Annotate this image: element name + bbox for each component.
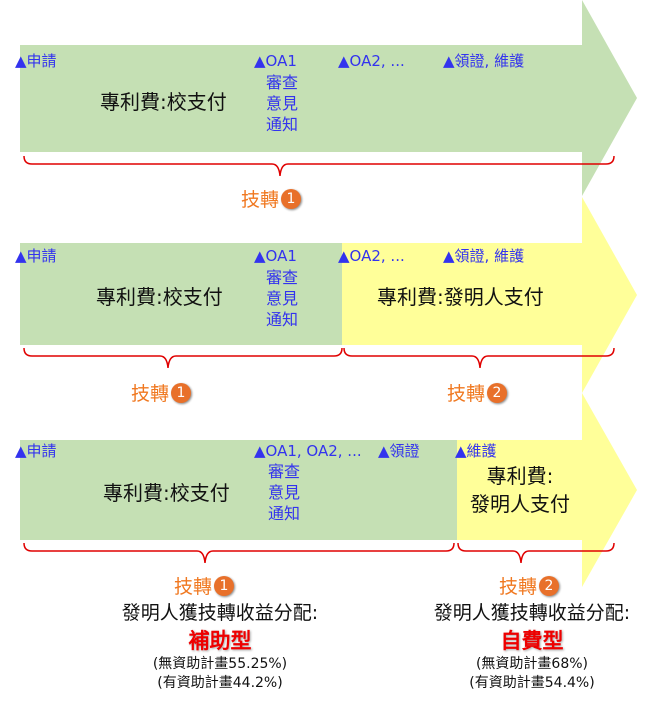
marker-oa: ▲OA1, OA2, ... [254, 442, 362, 460]
oa-review-notice: 審查意見通知 [266, 73, 299, 134]
marker-apply: ▲申請 [15, 442, 57, 460]
marker-maintain: ▲維護 [455, 442, 497, 460]
marker-grant: ▲領證 [378, 442, 420, 460]
marker-apply: ▲申請 [15, 52, 57, 70]
fee-inventor: 專利費:發明人支付 [377, 285, 544, 309]
marker-grant: ▲領證, 維護 [443, 52, 525, 70]
fee-school: 專利費:校支付 [103, 481, 230, 505]
distribution-subsidized: 發明人獲技轉收益分配: 補助型 (無資助計畫55.25%) (有資助計畫44.2… [121, 602, 319, 691]
fee-school: 專利費:校支付 [96, 285, 223, 309]
marker-oa2: ▲OA2, ... [338, 52, 405, 70]
marker-oa1: ▲OA1 [254, 52, 297, 70]
fee-school: 專利費:校支付 [100, 90, 227, 114]
row3-yellow-arrow [457, 393, 637, 587]
distribution-self-funded: 發明人獲技轉收益分配: 自費型 (無資助計畫68%) (有資助計畫54.4%) [433, 602, 631, 691]
marker-apply: ▲申請 [15, 247, 57, 265]
oa-review-notice: 審查意見通知 [268, 462, 301, 523]
row2-green-bar [20, 243, 342, 345]
fee-inventor: 專利費:發明人支付 [470, 464, 570, 516]
brace-row3-a [23, 542, 455, 564]
brace-row2-b [343, 347, 615, 369]
marker-oa2: ▲OA2, ... [338, 247, 405, 265]
row3-green-bar [20, 440, 457, 540]
brace-row1 [23, 155, 615, 177]
brace-row2-a [23, 347, 343, 369]
marker-oa1: ▲OA1 [254, 247, 297, 265]
marker-grant: ▲領證, 維護 [443, 247, 525, 265]
row2-yellow-arrow [342, 197, 637, 393]
brace-row3-b [457, 542, 615, 564]
oa-review-notice: 審查意見通知 [266, 268, 299, 329]
row1-green-arrow [20, 0, 637, 196]
